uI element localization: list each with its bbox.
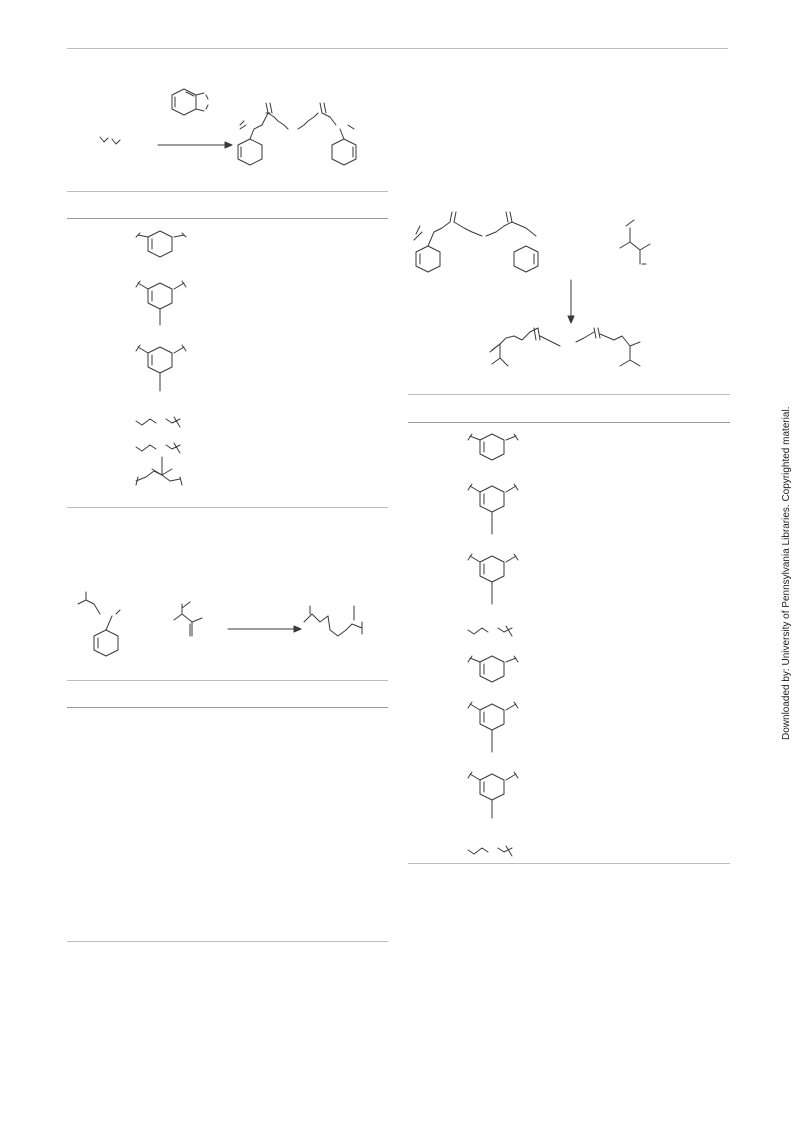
download-watermark: Downloaded by: University of Pennsylvani…	[781, 406, 792, 741]
table1-structures	[135, 230, 187, 486]
table1-row2-structure	[135, 280, 187, 326]
table2-row4-structure	[467, 625, 513, 637]
table2-row8-structure	[467, 845, 513, 857]
table2-row5-structure	[467, 655, 519, 683]
table1-row3-structure	[135, 344, 187, 392]
table1-row4-structure	[135, 416, 181, 428]
table3-header-rule	[67, 707, 388, 708]
table1-row5-structure	[135, 442, 181, 454]
table3-bottom-rule	[67, 941, 388, 942]
table2-row6-structure	[467, 701, 519, 753]
table2-row7-structure	[467, 771, 519, 819]
scheme-single-alkylation	[77, 591, 363, 657]
table2-row1-structure	[467, 433, 519, 461]
table1-top-rule	[67, 191, 388, 192]
table1-row1-structure	[135, 230, 187, 258]
table2-bottom-rule	[408, 863, 730, 864]
table3-top-rule	[67, 680, 388, 681]
table2-structures	[467, 433, 519, 857]
table2-top-rule	[408, 394, 730, 395]
table1-row6-structure	[135, 456, 183, 486]
table2-row2-structure	[467, 483, 519, 535]
scheme-bis-ketone	[99, 88, 357, 166]
table1-header-rule	[67, 218, 388, 219]
header-rule	[67, 48, 728, 49]
table1-bottom-rule	[67, 507, 388, 508]
table2-row3-structure	[467, 553, 519, 605]
table2-header-rule	[408, 422, 730, 423]
scheme-double-alkylation	[413, 211, 651, 367]
